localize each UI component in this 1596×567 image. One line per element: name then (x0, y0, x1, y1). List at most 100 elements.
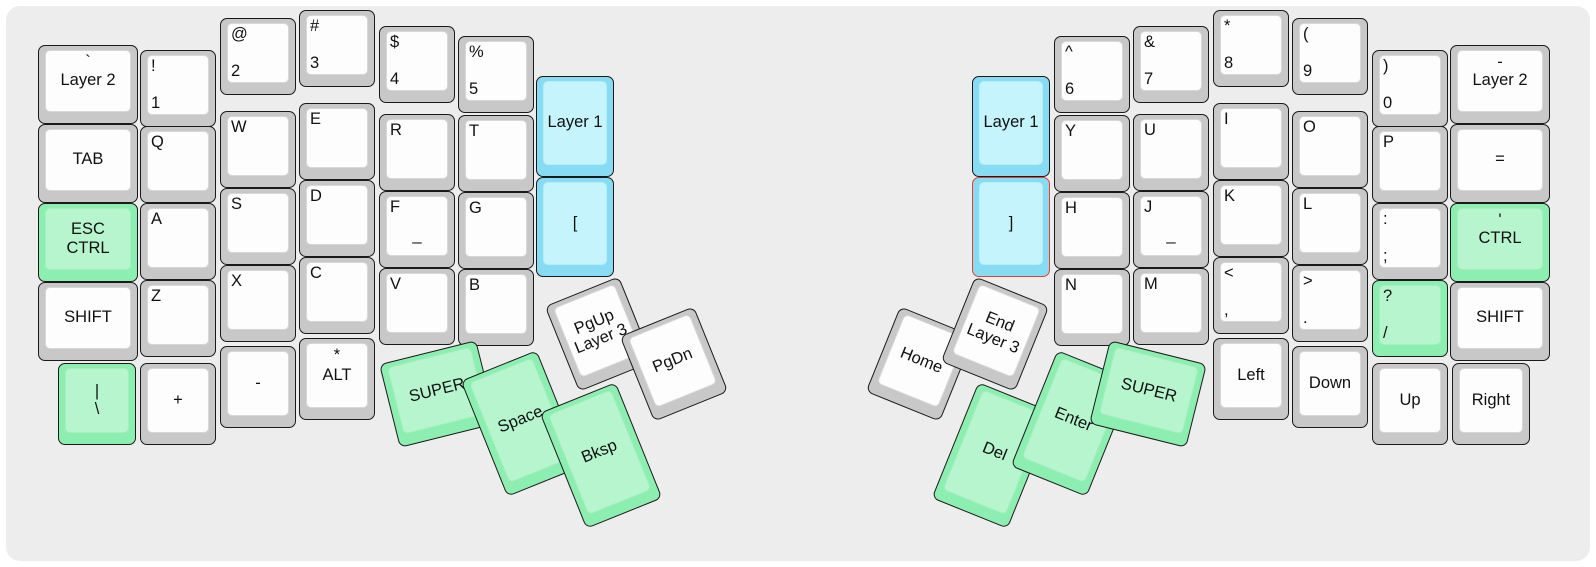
key-l-c1-r4[interactable]: SHIFT (38, 282, 138, 361)
key-r-c5-r3[interactable]: L (1292, 188, 1368, 265)
key-r-c6-r3[interactable]: :; (1372, 203, 1448, 280)
key-l-c5-r1[interactable]: $4 (379, 26, 455, 103)
key-l-c2-r2[interactable]: Q (140, 126, 216, 203)
key-r-c4-r1[interactable]: *8 (1213, 10, 1289, 87)
keycap-surface (1061, 274, 1123, 334)
keycap-surface (465, 197, 527, 257)
keycap-surface (45, 129, 131, 191)
keycap-surface (465, 274, 527, 334)
keycap-surface (306, 262, 368, 322)
keycap-surface (1061, 41, 1123, 101)
key-l-c6-r3[interactable]: G (458, 192, 534, 269)
keycap-surface (386, 119, 448, 179)
key-l-c4-r3[interactable]: D (299, 180, 375, 257)
keycap-surface (147, 285, 209, 345)
keycap-surface (1299, 193, 1361, 253)
key-r-c3-r3[interactable]: J_ (1133, 191, 1209, 268)
key-l-c5-r3[interactable]: F_ (379, 191, 455, 268)
keycap-surface (1140, 119, 1202, 179)
key-r-c5-r1[interactable]: (9 (1292, 18, 1368, 95)
key-r-c5-r4[interactable]: >. (1292, 265, 1368, 342)
key-l-c2-r4[interactable]: Z (140, 280, 216, 357)
keycap-surface (306, 108, 368, 168)
key-l-c1-r1[interactable]: `Layer 2 (38, 45, 138, 124)
keycap-surface (1457, 208, 1543, 270)
keycap-surface (45, 287, 131, 349)
keycap-surface (1459, 368, 1523, 433)
key-r-c6-r1[interactable]: )0 (1372, 50, 1448, 127)
key-r-c7-r4[interactable]: SHIFT (1450, 282, 1550, 361)
key-r-c7-r3[interactable]: 'CTRL (1450, 203, 1550, 282)
key-r-c2-r1[interactable]: ^6 (1054, 36, 1130, 113)
keycap-surface (1379, 55, 1441, 115)
keycap-surface (547, 389, 652, 516)
key-l-c5-r2[interactable]: R (379, 114, 455, 191)
key-r-c5-r2[interactable]: O (1292, 111, 1368, 188)
key-l-c7-r2[interactable]: [ (536, 177, 614, 277)
key-r-c2-r4[interactable]: N (1054, 269, 1130, 346)
key-r-c1-r1[interactable]: Layer 1 (972, 76, 1050, 177)
key-l-c2-r3[interactable]: A (140, 203, 216, 280)
key-r-c6-r4[interactable]: ?/ (1372, 280, 1448, 357)
key-r-c2-r2[interactable]: Y (1054, 115, 1130, 192)
key-l-c6-r2[interactable]: T (458, 115, 534, 192)
key-l-c3-r2[interactable]: W (220, 111, 296, 188)
key-r-c7-r5[interactable]: Right (1452, 363, 1530, 445)
key-l-c4-r1[interactable]: #3 (299, 10, 375, 87)
key-r-c6-r2[interactable]: P (1372, 126, 1448, 203)
key-l-c1-r2[interactable]: TAB (38, 124, 138, 203)
key-r-c4-r5[interactable]: Left (1213, 338, 1289, 420)
key-l-c7-r1[interactable]: Layer 1 (536, 76, 614, 177)
keycap-surface (306, 185, 368, 245)
key-l-c5-r4[interactable]: V (379, 268, 455, 345)
keycap-surface (147, 55, 209, 115)
keycap-surface (979, 182, 1043, 265)
keycap-surface (306, 343, 368, 408)
keycap-surface (1299, 116, 1361, 176)
key-r-c4-r3[interactable]: K (1213, 180, 1289, 257)
key-l-c4-r2[interactable]: E (299, 103, 375, 180)
keycap-surface (1299, 23, 1361, 83)
key-r-c7-r1[interactable]: -Layer 2 (1450, 45, 1550, 124)
key-r-c4-r4[interactable]: <, (1213, 257, 1289, 334)
key-r-c3-r1[interactable]: &7 (1133, 26, 1209, 103)
keycap-surface (386, 273, 448, 333)
key-l-c4-r4[interactable]: C (299, 257, 375, 334)
key-r-c5-r5[interactable]: Down (1292, 346, 1368, 428)
keycap-surface (1220, 185, 1282, 245)
keycap-surface (628, 313, 718, 408)
key-l-c2-r5[interactable]: + (140, 363, 216, 445)
key-l-c3-r1[interactable]: @2 (220, 18, 296, 95)
key-r-c1-r2[interactable]: ] (972, 177, 1050, 277)
key-r-c6-r5[interactable]: Up (1372, 363, 1448, 445)
key-l-c6-r4[interactable]: B (458, 269, 534, 346)
keycap-surface (147, 131, 209, 191)
keycap-surface (979, 81, 1043, 165)
keycap-surface (227, 116, 289, 176)
key-l-c4-r5[interactable]: *ALT (299, 338, 375, 420)
key-l-c3-r5[interactable]: - (220, 346, 296, 428)
keycap-surface (386, 196, 448, 256)
key-l-c2-r1[interactable]: !1 (140, 50, 216, 127)
key-r-c7-r2[interactable]: = (1450, 124, 1550, 203)
key-l-c3-r4[interactable]: X (220, 265, 296, 342)
keycap-surface (386, 31, 448, 91)
keycap-surface (227, 193, 289, 253)
keycap-surface (1457, 287, 1543, 349)
key-l-t-bksp[interactable]: Bksp (539, 382, 663, 529)
keycap-surface (1098, 346, 1199, 435)
keycap-surface (1140, 196, 1202, 256)
key-r-c3-r4[interactable]: M (1133, 268, 1209, 345)
key-l-c6-r1[interactable]: %5 (458, 36, 534, 113)
keycap-surface (227, 270, 289, 330)
key-r-c2-r3[interactable]: H (1054, 192, 1130, 269)
keycap-surface (543, 81, 607, 165)
key-l-c3-r3[interactable]: S (220, 188, 296, 265)
key-r-c3-r2[interactable]: U (1133, 114, 1209, 191)
key-r-c4-r2[interactable]: I (1213, 103, 1289, 180)
keycap-surface (951, 283, 1041, 378)
key-l-c1-r5[interactable]: |\ (58, 363, 136, 445)
